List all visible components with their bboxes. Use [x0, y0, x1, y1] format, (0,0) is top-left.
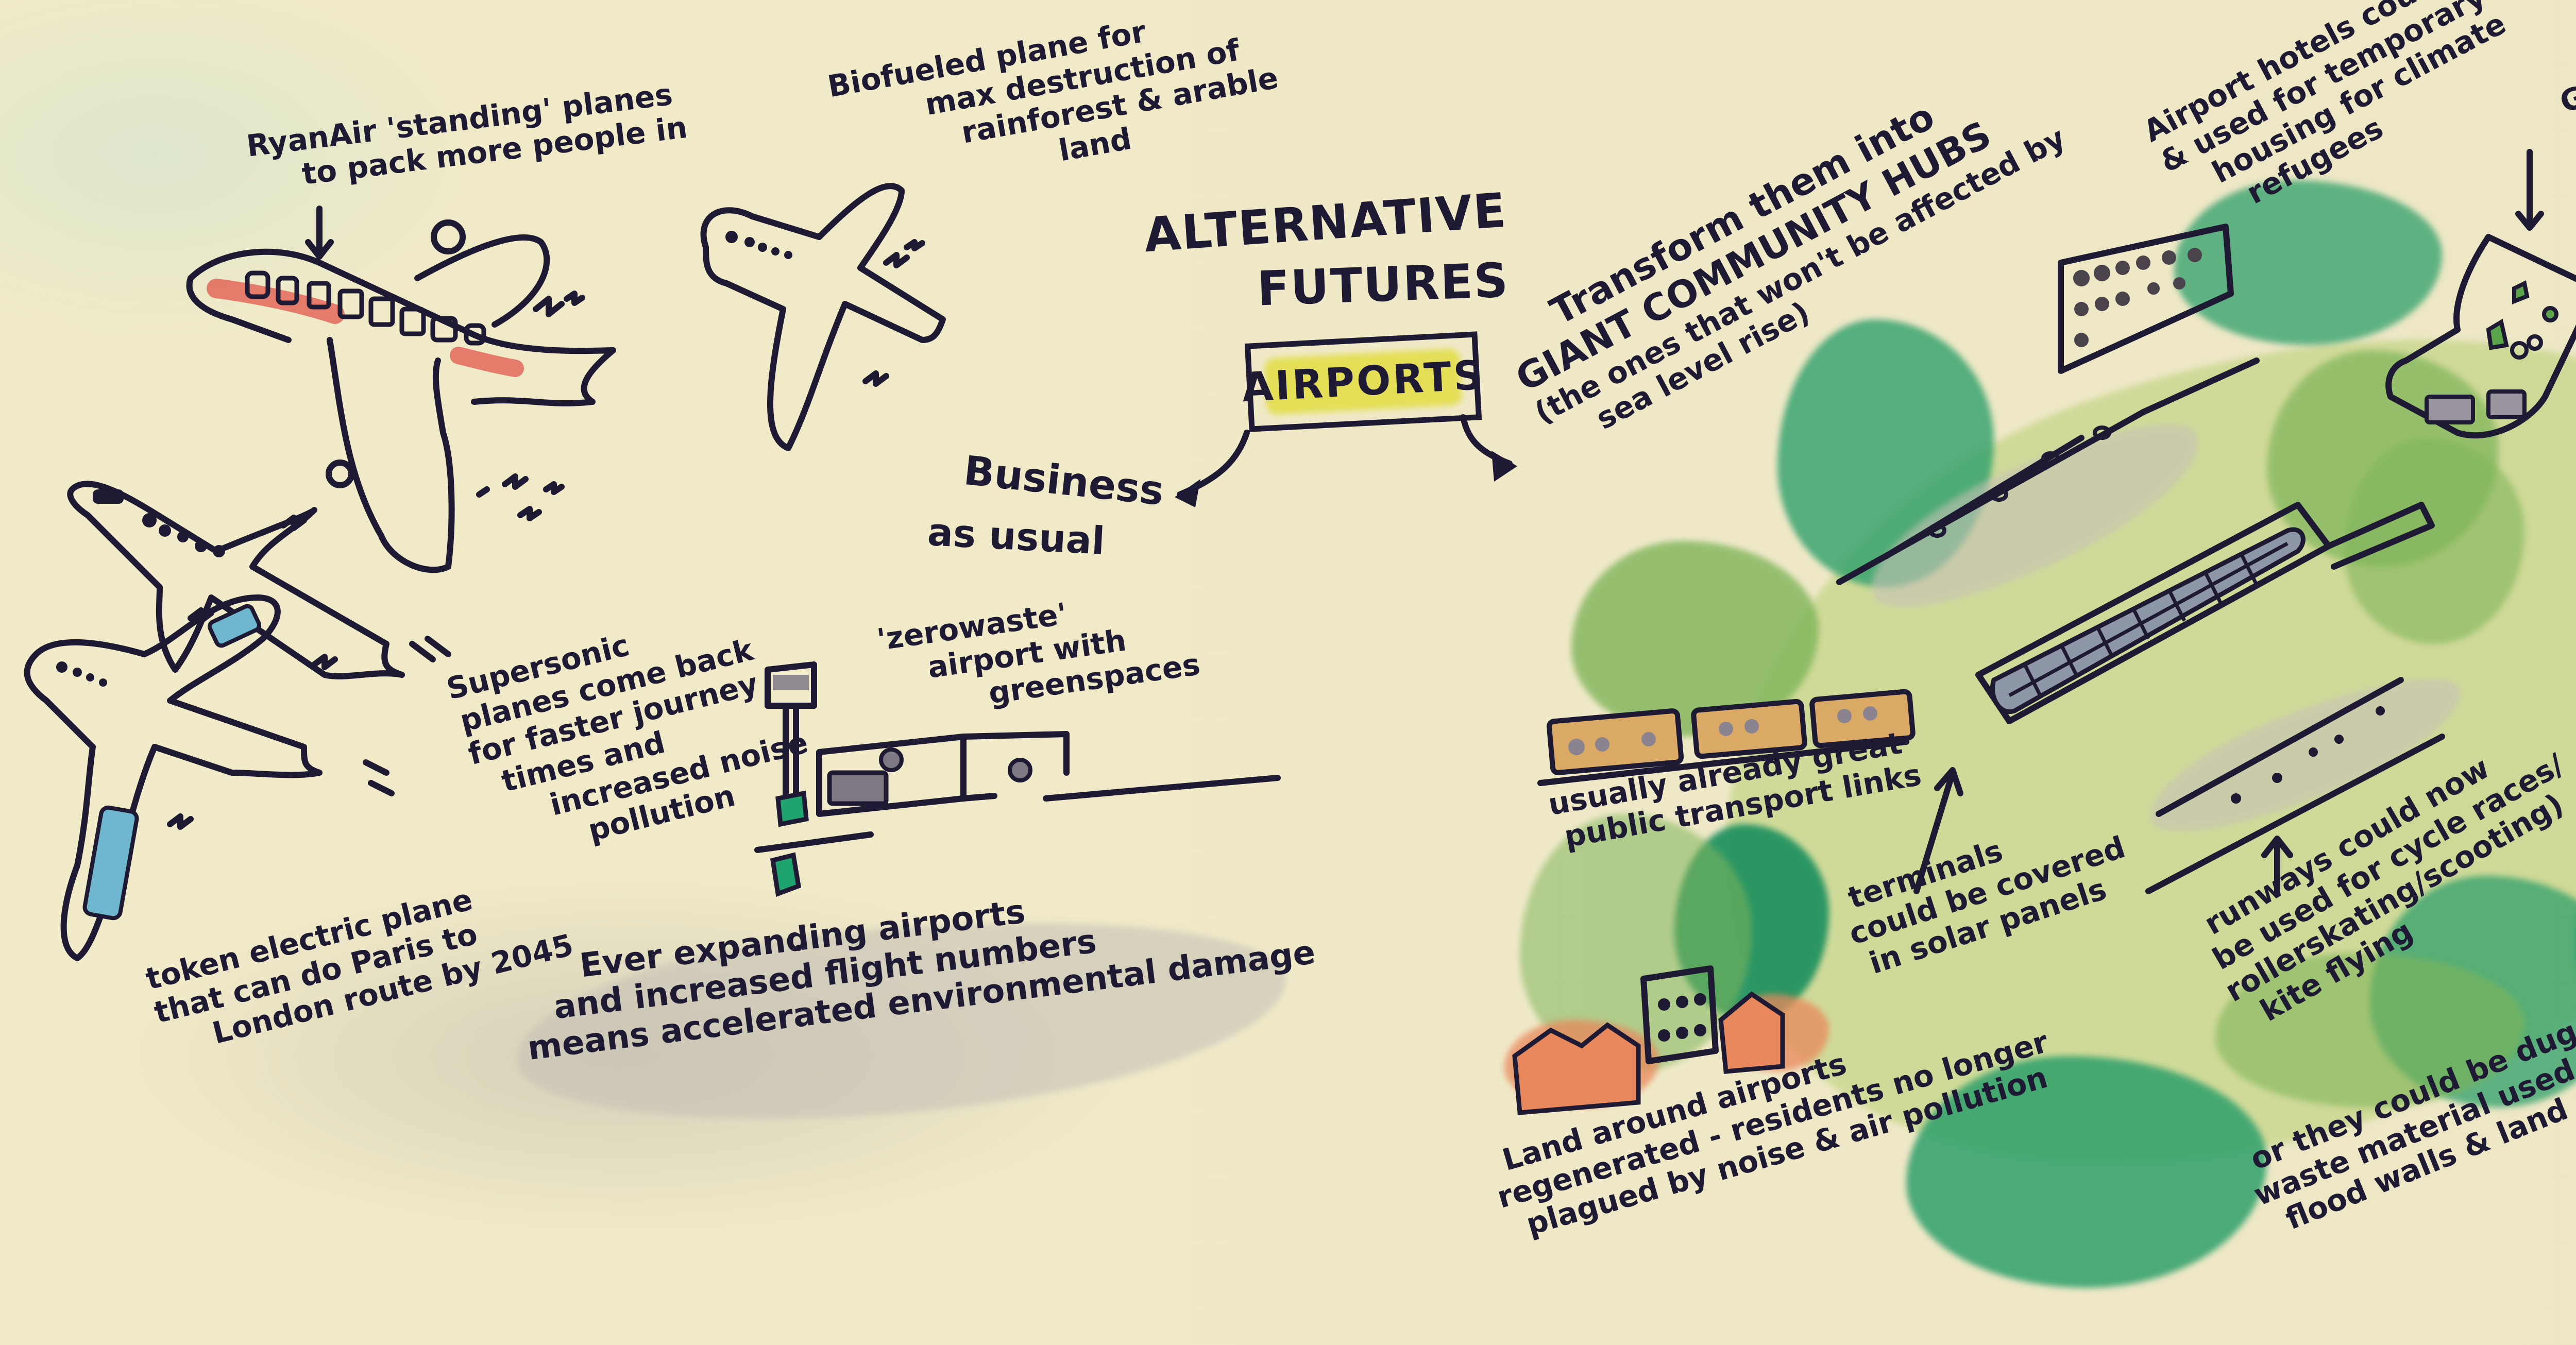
arrow-to-business-icon: [1175, 430, 1250, 507]
houses-icon: [1512, 965, 1785, 1115]
supersonic-plane-icon: [67, 481, 451, 679]
glass-atrium-icon: [2385, 234, 2576, 439]
arrow-to-hubs-icon: [1460, 414, 1517, 482]
biofuel-plane-icon: [700, 183, 946, 451]
arrow-down-atrium-icon: [2515, 149, 2544, 231]
arrow-up-solar-icon: [1913, 767, 1963, 894]
business-heading-2: as usual: [926, 510, 1106, 564]
train-icon: [1537, 689, 1916, 786]
solar-terminal-icon: [1975, 502, 2435, 724]
title-line-2: FUTURES: [1256, 252, 1510, 317]
arrow-down-icon: [305, 206, 334, 260]
road-icon: [1836, 357, 2260, 585]
topic-box: AIRPORTS: [1241, 331, 1485, 432]
standing-plane-icon: [186, 219, 616, 573]
zerowaste-airport-icon: [754, 661, 1281, 951]
hotel-building-icon: [2058, 224, 2234, 374]
arrow-up-runway-icon: [2261, 836, 2293, 894]
electric-plane-icon: [24, 594, 395, 961]
runway-icon: [2145, 677, 2445, 894]
